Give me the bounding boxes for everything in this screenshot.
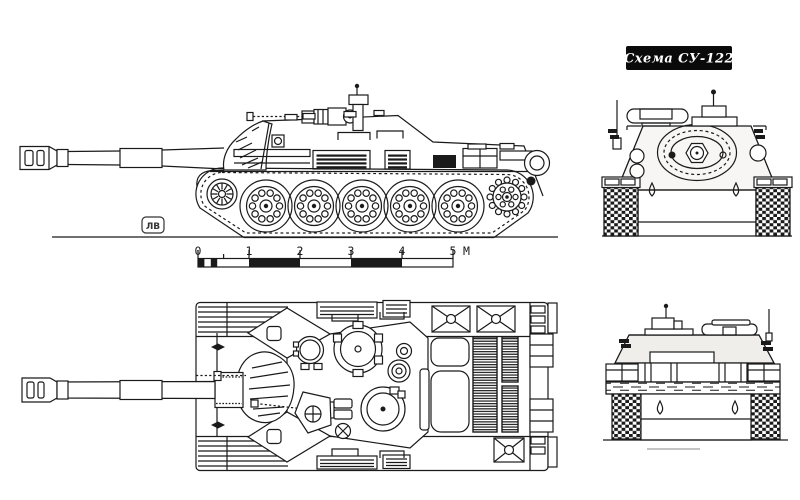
engine-deck <box>419 305 525 463</box>
top-view <box>21 299 558 472</box>
scale-tick-0: 0 <box>195 244 202 258</box>
rear-access-panel <box>649 351 715 364</box>
aa-machine-gun <box>250 391 353 440</box>
mantlet-cover <box>235 351 295 424</box>
track <box>195 167 534 239</box>
scale-tick-4: 4 <box>399 244 406 258</box>
rear-side-stubs <box>619 339 773 351</box>
front-roof-items <box>626 89 738 127</box>
side-grilles <box>233 148 411 170</box>
radiator-grilles <box>472 336 519 433</box>
bow-glacis <box>246 307 332 463</box>
front-headlights <box>629 144 767 179</box>
rear-view <box>603 303 788 450</box>
fender-stowage <box>316 299 411 470</box>
ventilator-ring <box>387 359 411 383</box>
rear-ribbed-band <box>605 362 781 383</box>
top-gun-barrel <box>21 370 246 409</box>
signature-text: ЛВ <box>146 222 160 232</box>
scale-bar: 0 1 2 3 4 5 М <box>195 244 470 268</box>
top-front-treads <box>198 303 288 470</box>
front-side-stubs <box>608 129 765 139</box>
rear-tow-hooks <box>656 399 739 415</box>
title-plate: Схема СУ-122 <box>624 46 734 70</box>
rear-deck-stowage <box>433 142 533 169</box>
signature-mark: ЛВ <box>141 216 165 234</box>
scale-tick-5: 5 <box>450 244 457 258</box>
road-wheels <box>239 179 485 233</box>
title-plate-text: Схема СУ-122 <box>624 52 734 67</box>
front-tracks <box>601 176 793 237</box>
hull-arrow-marks <box>211 343 225 429</box>
rear-cable-reel <box>523 149 551 186</box>
front-antenna <box>612 100 622 150</box>
idler-wheel <box>206 178 238 210</box>
rear-cupola <box>701 319 758 336</box>
unditching-log <box>605 381 781 395</box>
gun-barrel <box>19 145 225 171</box>
muzzle-brake <box>19 145 58 171</box>
commander-cupola <box>332 320 384 378</box>
fuel-tanks <box>529 333 554 433</box>
rear-plate <box>529 302 558 470</box>
scale-unit-label: М <box>463 244 470 258</box>
periscope-hatch <box>395 342 413 360</box>
side-view <box>19 83 558 239</box>
fan-cover-x-boxes <box>431 305 525 463</box>
scale-tick-2: 2 <box>297 244 304 258</box>
mantlet-canvas <box>222 120 285 171</box>
front-view <box>601 89 793 237</box>
roof-hatches <box>284 109 404 140</box>
scale-tick-3: 3 <box>348 244 355 258</box>
drive-sprocket <box>486 176 528 218</box>
front-tow-hooks <box>648 181 740 197</box>
scale-tick-1: 1 <box>246 244 253 258</box>
searchlight <box>292 335 325 371</box>
loader-hatch <box>360 386 406 432</box>
rear-roof-machine-gun <box>644 303 694 336</box>
rear-antenna <box>765 309 773 342</box>
